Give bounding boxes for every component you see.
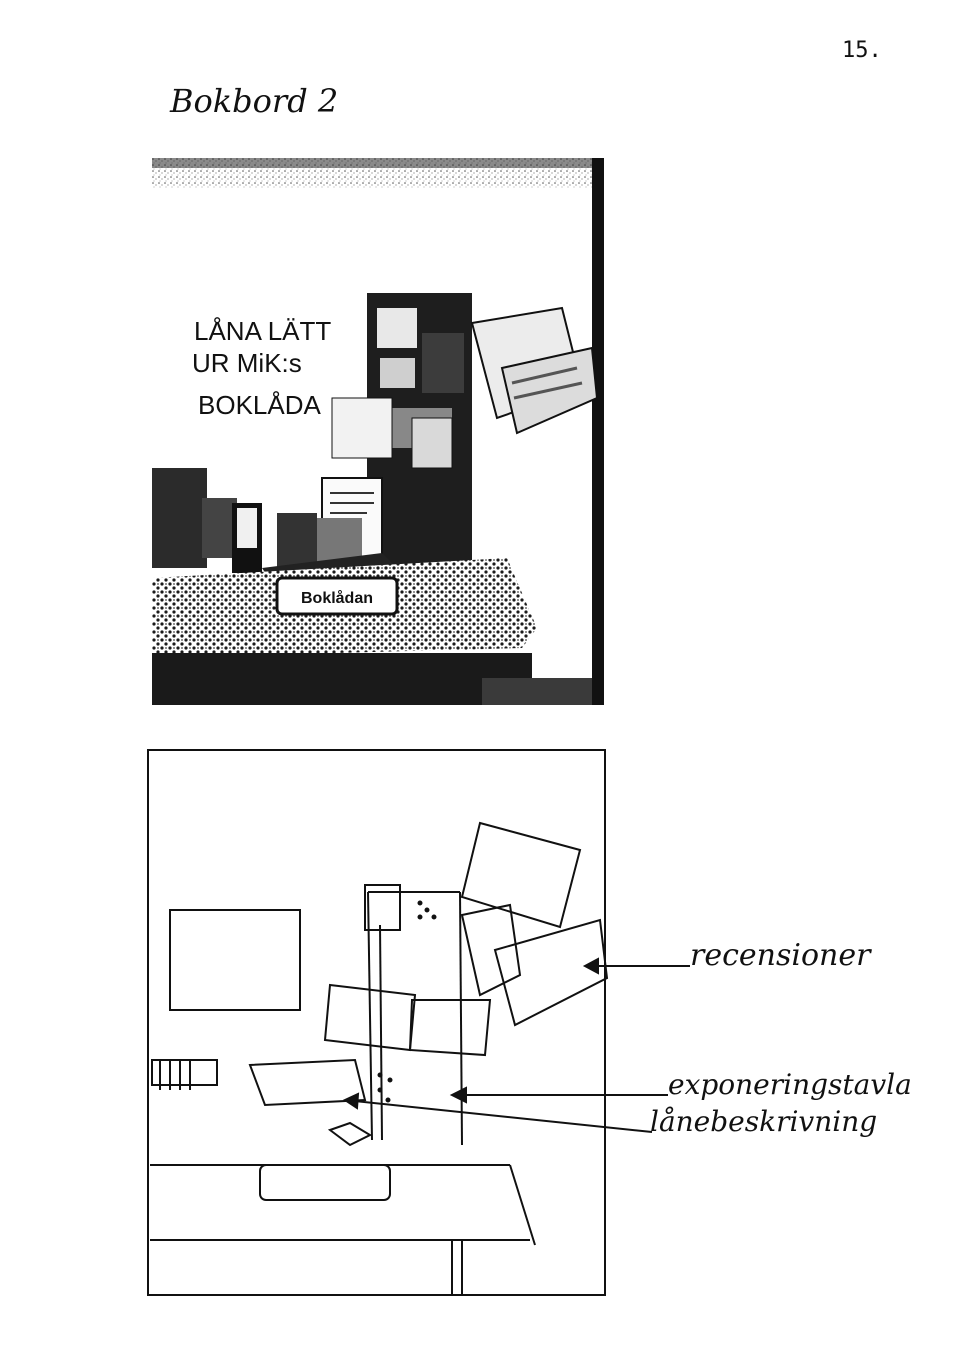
- drawing-books: [151, 1058, 373, 1147]
- sign-line-3: BOKLÅDA: [198, 390, 321, 420]
- page-number: 15.: [842, 38, 882, 63]
- label-exponeringstavla: exponeringstavla: [668, 1068, 912, 1101]
- books: [152, 468, 402, 583]
- page-title: Bokbord 2: [170, 82, 339, 120]
- boklada-banner: Boklådan: [275, 576, 399, 616]
- drawing-table: [150, 1164, 536, 1295]
- label-recensioner: recensioner: [690, 938, 871, 973]
- book-table-photo: LÅNA LÄTT UR MiK:s BOKLÅDA: [152, 158, 604, 705]
- drawing-folded-papers: [323, 983, 492, 1057]
- review-cards: [470, 306, 599, 435]
- drawing-frame: [147, 749, 606, 1296]
- sign-line-2: UR MiK:s: [192, 348, 302, 378]
- exhibition-board: [331, 293, 472, 643]
- sign-line-1: LÅNA LÄTT: [194, 316, 331, 346]
- book-table-drawing: [147, 749, 609, 1296]
- photo-sign: LÅNA LÄTT UR MiK:s BOKLÅDA: [192, 316, 331, 420]
- drawing-review-cards: [460, 821, 609, 1027]
- drawing-sign: [169, 909, 301, 1011]
- banner-text: Boklådan: [301, 589, 373, 607]
- label-lanebeskrivning: lånebeskrivning: [650, 1105, 878, 1138]
